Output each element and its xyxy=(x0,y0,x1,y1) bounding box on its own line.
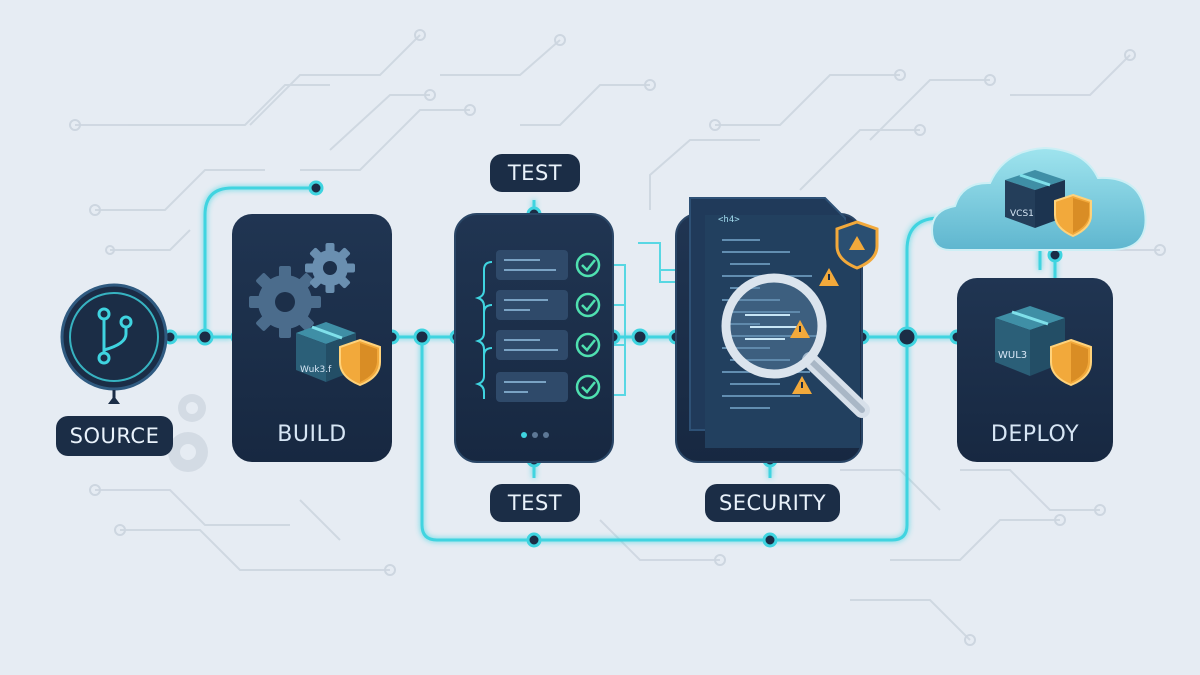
code-tag: <h4> xyxy=(718,215,740,225)
cloud-icon: VCS1 xyxy=(930,146,1147,251)
warning-icon xyxy=(790,268,839,394)
source-stage[interactable] xyxy=(60,283,168,404)
deploy-stage[interactable]: WUL3 xyxy=(957,278,1113,462)
shield-icon xyxy=(1054,193,1092,238)
shield-icon xyxy=(339,338,381,387)
cloud-artifact-tag: VCS1 xyxy=(1010,209,1034,219)
background-circuit-nodes xyxy=(69,29,1166,646)
test-stage[interactable] xyxy=(454,213,614,463)
gear-icon xyxy=(305,243,355,293)
faint-gear-icon xyxy=(168,394,208,472)
test-bottom-label: TEST xyxy=(490,484,580,522)
build-label: BUILD xyxy=(277,421,347,447)
deploy-label: DEPLOY xyxy=(990,421,1080,447)
security-label: SECURITY xyxy=(705,484,840,522)
shield-icon xyxy=(1050,338,1092,387)
checklist-icon xyxy=(474,250,568,402)
security-stage[interactable]: <h4> xyxy=(675,197,879,463)
deploy-artifact-tag: WUL3 xyxy=(998,350,1027,361)
pager-dots xyxy=(521,432,549,438)
git-branch-icon xyxy=(97,307,133,365)
build-artifact-tag: Wuk3.f xyxy=(300,365,332,375)
gear-icon xyxy=(249,266,321,338)
test-top-label: TEST xyxy=(490,154,580,192)
source-label: SOURCE xyxy=(56,416,173,456)
shield-icon xyxy=(835,220,879,270)
build-stage[interactable]: Wuk3.f xyxy=(232,214,392,462)
check-icon xyxy=(575,252,601,400)
magnifier-icon xyxy=(721,273,870,418)
background-circuit-lines xyxy=(75,34,1160,641)
